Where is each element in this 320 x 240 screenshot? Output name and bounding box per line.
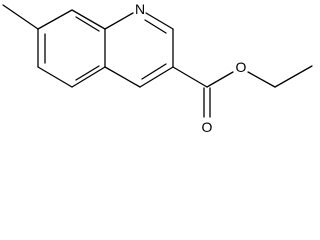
bond-ethyl <box>274 65 313 88</box>
bond-ring-a-5 <box>71 9 106 30</box>
atom-label-carbonyl-oxygen: O <box>202 119 213 135</box>
bond-lines <box>2 4 313 118</box>
bond-ring-a-2 <box>37 66 73 88</box>
structure-drawing: N O O <box>2 1 313 135</box>
double-bond-b-2 <box>141 63 167 80</box>
atom-label-ring-nitrogen: N <box>135 1 145 17</box>
double-bond-a-2 <box>75 65 100 81</box>
bond-ring-b-4 <box>139 66 174 88</box>
bond-ester-o-to-ch2 <box>247 71 276 88</box>
bond-ring-b-5 <box>104 66 141 88</box>
double-bond-b-1 <box>144 19 167 34</box>
bond-ring-b-2 <box>145 12 174 30</box>
atom-label-ester-oxygen: O <box>236 59 247 75</box>
bond-methyl <box>2 4 39 30</box>
molecule-canvas: N O O <box>2 1 313 135</box>
bond-ring-to-carbonyl <box>172 66 208 88</box>
bond-ring-b-1 <box>104 12 134 30</box>
bond-carbonyl-to-ester-o <box>206 71 234 88</box>
bond-ring-a-6 <box>37 9 73 30</box>
double-bond-a-3 <box>75 16 100 32</box>
bond-ring-a-3 <box>71 66 106 88</box>
